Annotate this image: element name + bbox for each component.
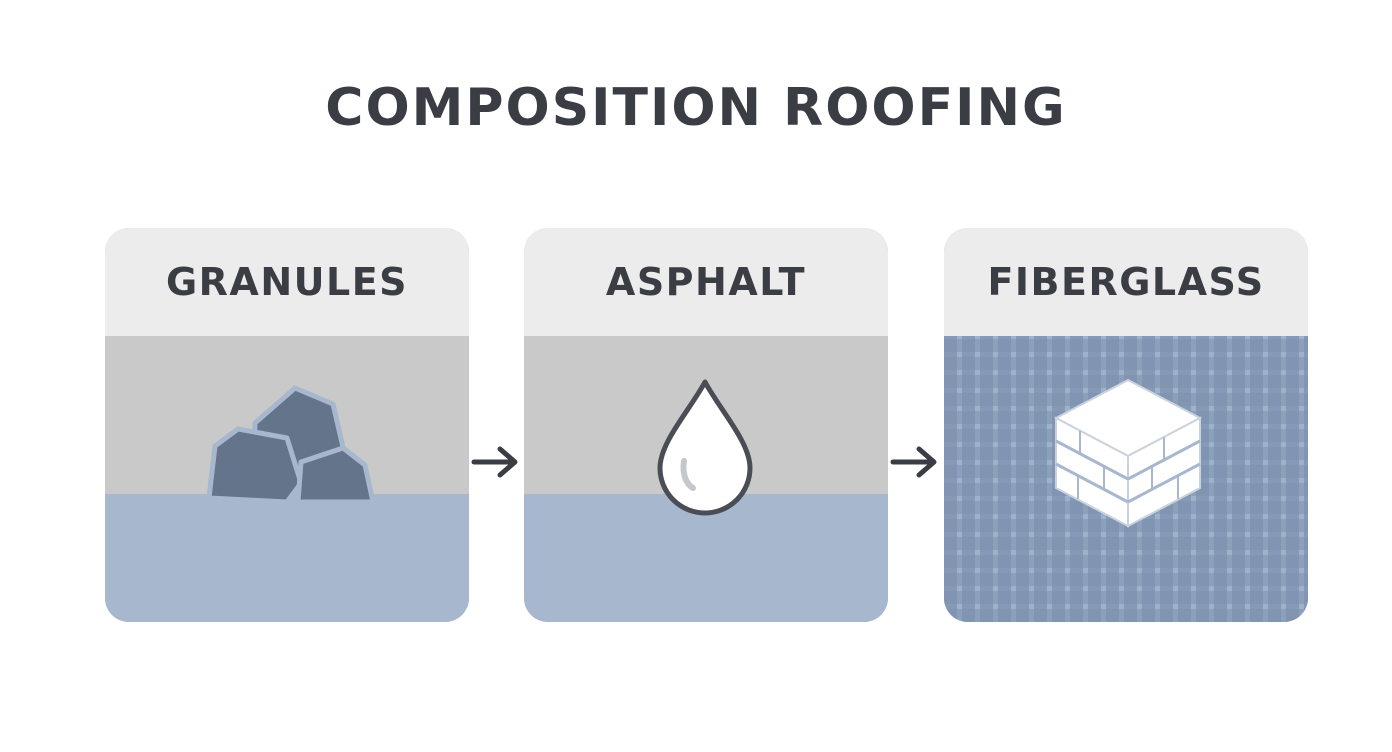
rocks-icon	[206, 385, 376, 505]
diagram-title: COMPOSITION ROOFING	[325, 78, 1067, 138]
panel-fiberglass: FIBERGLASS	[944, 228, 1308, 622]
arrow-right-icon	[890, 446, 937, 478]
panel-fiberglass-header: FIBERGLASS	[944, 228, 1308, 336]
panel-granules-header: GRANULES	[105, 228, 469, 336]
panel-asphalt-label: ASPHALT	[605, 260, 807, 304]
panel-granules: GRANULES	[105, 228, 469, 622]
droplet-icon	[657, 379, 753, 516]
panel-asphalt-header: ASPHALT	[524, 228, 888, 336]
panel-fiberglass-label: FIBERGLASS	[987, 260, 1265, 304]
arrow-right-icon	[471, 446, 518, 478]
panel-granules-base-band	[105, 494, 469, 622]
panel-granules-label: GRANULES	[165, 260, 409, 304]
layered-block-icon	[1053, 378, 1203, 528]
panel-asphalt: ASPHALT	[524, 228, 888, 622]
